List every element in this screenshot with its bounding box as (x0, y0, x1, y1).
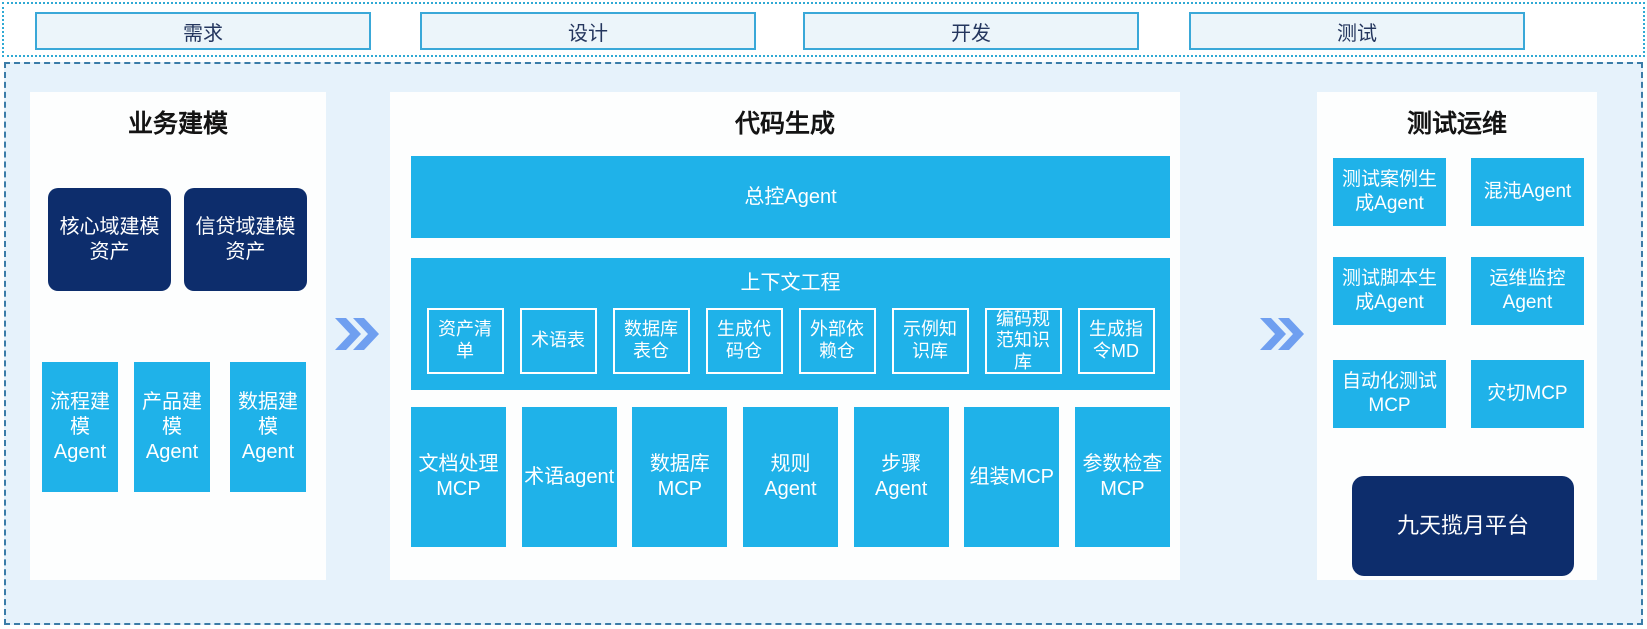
main-container: 业务建模 核心域建模资产 信贷域建模资产 流程建模Agent 产品建模Agent… (4, 62, 1643, 625)
box-jiutian-lanyue-platform: 九天揽月平台 (1352, 476, 1574, 576)
panel-title: 代码生成 (734, 110, 835, 138)
stage-label: 需求 (183, 22, 223, 45)
panel-business-modeling: 业务建模 核心域建模资产 信贷域建模资产 流程建模Agent 产品建模Agent… (30, 92, 326, 580)
box-generate-instruction-md: 生成指令MD (1077, 308, 1155, 374)
box-test-case-gen-agent: 测试案例生成Agent (1333, 158, 1446, 226)
box-disaster-switch-mcp: 灾切MCP (1471, 360, 1584, 428)
context-engineering-title: 上下文工程 (740, 272, 841, 294)
box-chaos-agent: 混沌Agent (1471, 158, 1584, 226)
panel-title: 业务建模 (127, 110, 228, 138)
box-glossary: 术语表 (519, 308, 597, 374)
stage-label: 测试 (1337, 22, 1377, 45)
box-core-domain-modeling-assets: 核心域建模资产 (48, 188, 171, 291)
stage-requirements: 需求 (35, 12, 371, 50)
panel-code-generation: 代码生成 总控Agent 上下文工程 资产清单 术语表 数据库表仓 生成代码仓 … (390, 92, 1180, 580)
box-doc-processing-mcp: 文档处理MCP (411, 407, 506, 547)
box-test-script-gen-agent: 测试脚本生成Agent (1333, 257, 1446, 325)
panel-test-ops: 测试运维 测试案例生成Agent 混沌Agent 测试脚本生成Agent 运维监… (1317, 92, 1597, 580)
box-product-modeling-agent: 产品建模Agent (134, 362, 210, 492)
box-ops-monitoring-agent: 运维监控Agent (1471, 257, 1584, 325)
box-generated-code-repo: 生成代码仓 (705, 308, 783, 374)
box-asset-list: 资产清单 (426, 308, 504, 374)
box-assembly-mcp: 组装MCP (964, 407, 1060, 547)
box-database-mcp: 数据库MCP (632, 407, 728, 547)
context-items-row: 资产清单 术语表 数据库表仓 生成代码仓 外部依赖仓 示例知识库 编码规范知识库… (411, 308, 1170, 374)
box-db-table-repo: 数据库表仓 (612, 308, 690, 374)
box-credit-domain-modeling-assets: 信贷域建模资产 (184, 188, 307, 291)
tools-row: 文档处理MCP 术语agent 数据库MCP 规则Agent 步骤Agent 组… (411, 407, 1170, 547)
panel-title: 测试运维 (1406, 110, 1507, 138)
box-rule-agent: 规则Agent (742, 407, 838, 547)
flow-arrow-icon (1260, 317, 1306, 351)
box-coding-standard-knowledge-base: 编码规范知识库 (984, 308, 1062, 374)
box-automated-test-mcp: 自动化测试MCP (1333, 360, 1446, 428)
stage-strip: 需求 设计 开发 测试 (2, 2, 1645, 57)
box-master-agent: 总控Agent (411, 156, 1170, 238)
box-step-agent: 步骤Agent (853, 407, 949, 547)
box-external-dependency-repo: 外部依赖仓 (798, 308, 876, 374)
flow-arrow-icon (335, 317, 381, 351)
box-glossary-agent: 术语agent (521, 407, 617, 547)
context-engineering-group: 上下文工程 资产清单 术语表 数据库表仓 生成代码仓 外部依赖仓 示例知识库 编… (411, 258, 1170, 390)
box-example-knowledge-base: 示例知识库 (891, 308, 969, 374)
stage-testing: 测试 (1189, 12, 1525, 50)
box-param-check-mcp: 参数检查MCP (1074, 407, 1170, 547)
box-data-modeling-agent: 数据建模Agent (230, 362, 306, 492)
stage-design: 设计 (420, 12, 756, 50)
stage-development: 开发 (803, 12, 1139, 50)
box-process-modeling-agent: 流程建模Agent (42, 362, 118, 492)
stage-label: 设计 (568, 22, 608, 45)
stage-label: 开发 (951, 22, 991, 45)
